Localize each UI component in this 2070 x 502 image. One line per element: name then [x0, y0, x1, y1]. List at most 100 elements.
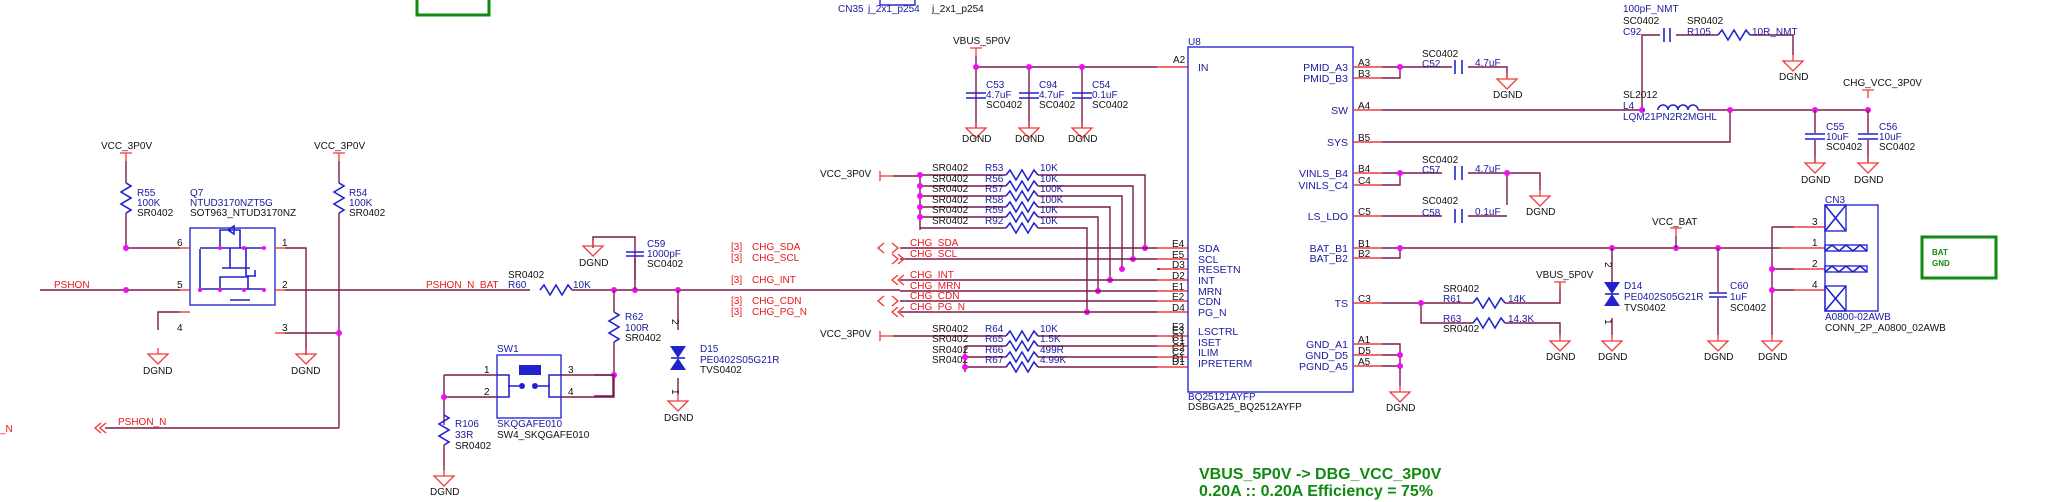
setres-resistor — [1005, 350, 1039, 364]
c94-value: 4.7uF — [1039, 90, 1065, 101]
setres-value: 10K — [1040, 324, 1058, 335]
c59-value: 1000pF — [647, 249, 681, 260]
setres-ref: R67 — [985, 355, 1004, 366]
l4-fp: SL2012 — [1623, 90, 1658, 101]
r55-value: 100K — [137, 198, 161, 209]
mosfet-q7 — [189, 224, 276, 306]
tvs-diode-d14 — [1604, 282, 1620, 306]
pullup-value: 10K — [1040, 163, 1058, 174]
design-note-line1: VBUS_5P0V -> DBG_VCC_3P0V — [1199, 466, 1442, 483]
resistor-r62 — [608, 311, 620, 343]
u8-pin-name: VINLS_B4 — [1299, 168, 1348, 180]
pullup-value: 10K — [1040, 205, 1058, 216]
q7-pin: 2 — [282, 280, 288, 291]
ground-symbol — [1601, 334, 1623, 352]
sw1-pin: 4 — [568, 387, 574, 398]
q7-pin: 1 — [282, 238, 288, 249]
dgnd-label: DGND — [962, 134, 991, 145]
offpage-net-chg-scl[interactable]: CHG_SCL — [752, 253, 800, 264]
dgnd-label: DGND — [1801, 175, 1830, 186]
d14-fp: TVS0402 — [1624, 303, 1666, 314]
u8-pin-name: IPRETERM — [1198, 358, 1252, 370]
c58-value: 0.1uF — [1475, 207, 1501, 218]
pullup-ref: R56 — [985, 174, 1004, 185]
bus-net-label: CHG_MRN — [910, 281, 961, 292]
cn35-value: j_2x1_p254 — [867, 4, 920, 15]
offpage-net-chg-pg-n[interactable]: CHG_PG_N — [752, 307, 807, 318]
setres-value: 4.99K — [1040, 355, 1066, 366]
cn35-footprint: j_2x1_p254 — [931, 4, 984, 15]
pullup-fp: SR0402 — [932, 163, 969, 174]
pullup-resistor — [1005, 189, 1039, 203]
c92-ref: C92 — [1623, 27, 1642, 38]
switch-sw1[interactable] — [496, 354, 562, 419]
u8-pin-name: PMID_B3 — [1303, 73, 1348, 85]
dgnd-label: DGND — [143, 366, 172, 377]
ground-symbol — [1389, 385, 1411, 403]
cn3-ref: CN3 — [1825, 195, 1845, 206]
offpage-net-chg-sda[interactable]: CHG_SDA — [752, 242, 801, 253]
offpage-net-chg-cdn[interactable]: CHG_CDN — [752, 296, 801, 307]
dgnd-label: DGND — [1779, 72, 1808, 83]
r55-fp: SR0402 — [137, 208, 174, 219]
resistor-r61 — [1472, 297, 1506, 309]
u8-pin-num: A4 — [1358, 101, 1371, 112]
r105-ref: R105 — [1687, 27, 1711, 38]
u8-pin-name: ISET — [1198, 337, 1222, 349]
cn3-value: A0800-02AWB — [1825, 312, 1891, 323]
resistor-r54 — [333, 182, 345, 214]
setres-fp: SR0402 — [932, 324, 969, 335]
ground-symbol — [1549, 334, 1571, 352]
u8-fp: DSBGA25_BQ2512AYFP — [1188, 402, 1302, 413]
offpage-sheet: [3] — [731, 253, 742, 264]
chg-vcc-port — [1861, 89, 1875, 99]
u8-pin-num: C1 — [1172, 336, 1185, 347]
offpage-net-chg-int[interactable]: CHG_INT — [752, 275, 796, 286]
u8-pin-num: C5 — [1358, 207, 1371, 218]
u8-pin-name: SCL — [1198, 254, 1219, 266]
r105-fp: SR0402 — [1687, 16, 1724, 27]
sw1-value: SKQGAFE010 — [497, 419, 562, 430]
pullup-value: 100K — [1040, 195, 1064, 206]
capacitor-c94 — [1019, 92, 1039, 99]
c55-value: 10uF — [1826, 132, 1849, 143]
u8-pin-name: INT — [1198, 275, 1216, 287]
r60-ref: R60 — [508, 280, 527, 291]
cn3-pin: 2 — [1812, 259, 1818, 270]
u8-pin-num: A5 — [1358, 357, 1371, 368]
u8-pin-name: BAT_B2 — [1310, 253, 1348, 265]
dgnd-label: DGND — [1015, 134, 1044, 145]
c60-value: 1uF — [1730, 292, 1747, 303]
r54-fp: SR0402 — [349, 208, 386, 219]
u8-pin-name: ILIM — [1198, 347, 1218, 359]
ground-symbol — [433, 469, 455, 487]
c94-fp: SC0402 — [1039, 100, 1076, 111]
setres-fp: SR0402 — [932, 334, 969, 345]
sw1-fp: SW4_SKQGAFE010 — [497, 430, 590, 441]
top-left-label-box — [415, 0, 491, 17]
q7-fp: SOT963_NTUD3170NZ — [190, 208, 296, 219]
pullup-fp: SR0402 — [932, 205, 969, 216]
pullup-resistor — [1005, 210, 1039, 224]
ground-symbol — [1856, 157, 1880, 174]
q7-value: NTUD3170NZT5G — [190, 198, 273, 209]
inductor-l4 — [1643, 104, 1699, 111]
dgnd-label: DGND — [579, 258, 608, 269]
dgnd-label: DGND — [1546, 352, 1575, 363]
ground-symbol — [667, 394, 689, 412]
u8-pin-num: D1 — [1172, 354, 1185, 365]
l4-ref: L4 — [1623, 101, 1635, 112]
r106-fp: SR0402 — [455, 441, 492, 452]
dgnd-label: DGND — [291, 366, 320, 377]
ground-symbol — [1803, 157, 1827, 174]
r62-ref: R62 — [625, 312, 644, 323]
c60-ref: C60 — [1730, 281, 1749, 292]
connector-cn3 — [1824, 204, 1879, 312]
bus-net-label: CHG_SDA — [910, 238, 959, 249]
offpage-sheet: [3] — [731, 296, 742, 307]
offpage-arrow — [93, 422, 107, 434]
pullup-ref: R58 — [985, 195, 1004, 206]
u8-pin-num: E4 — [1172, 239, 1185, 250]
u8-pin-num: E3 — [1172, 322, 1185, 333]
